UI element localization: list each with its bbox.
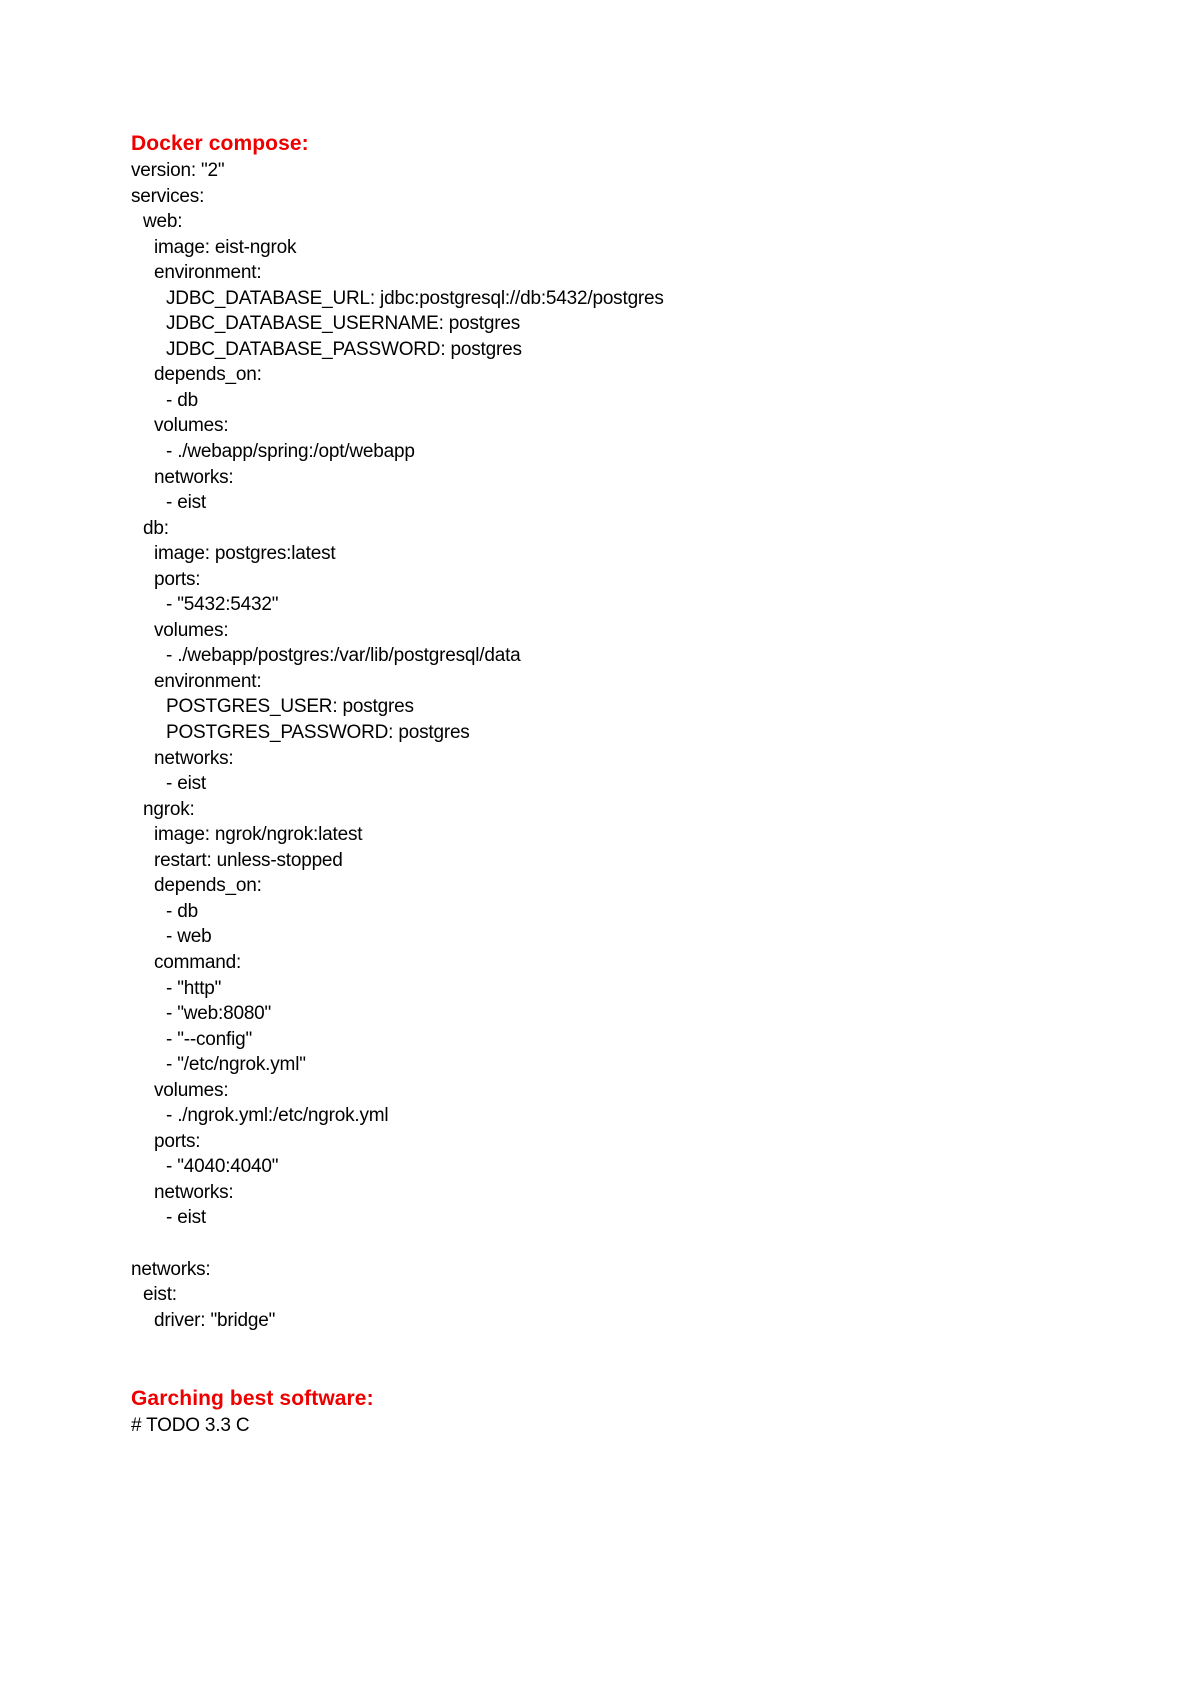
code-line: image: ngrok/ngrok:latest <box>154 824 363 846</box>
code-line: - "5432:5432" <box>166 594 279 616</box>
code-line: - ./ngrok.yml:/etc/ngrok.yml <box>166 1105 389 1127</box>
code-line: - "4040:4040" <box>166 1156 279 1178</box>
code-line: db: <box>143 517 169 539</box>
code-line: networks: <box>154 466 234 488</box>
code-line: ports: <box>154 1130 201 1152</box>
code-line: image: eist-ngrok <box>154 236 297 258</box>
code-line: ports: <box>154 568 201 590</box>
code-line: volumes: <box>154 1079 229 1101</box>
code-line: POSTGRES_USER: postgres <box>166 696 414 718</box>
code-line: driver: "bridge" <box>154 1309 276 1331</box>
code-line: - ./webapp/postgres:/var/lib/postgresql/… <box>166 645 521 667</box>
code-line: - "http" <box>166 977 222 999</box>
code-line: environment: <box>154 670 262 692</box>
code-line: web: <box>143 211 183 233</box>
code-line: POSTGRES_PASSWORD: postgres <box>166 722 470 744</box>
code-line: ngrok: <box>143 798 195 820</box>
code-line: JDBC_DATABASE_USERNAME: postgres <box>166 313 521 335</box>
code-line: depends_on: <box>154 875 262 897</box>
section-heading-garching-best-software: Garching best software: <box>131 1387 374 1411</box>
code-line: version: "2" <box>131 160 225 181</box>
code-line: - db <box>166 389 198 411</box>
code-line: JDBC_DATABASE_URL: jdbc:postgresql://db:… <box>166 287 664 309</box>
code-line: command: <box>154 951 242 973</box>
code-line: volumes: <box>154 619 229 641</box>
code-line: environment: <box>154 262 262 284</box>
code-line: - db <box>166 900 198 922</box>
code-line: - eist <box>166 1207 206 1229</box>
todo-block: # TODO 3.3 C <box>131 1413 1091 1439</box>
code-line: - eist <box>166 492 206 514</box>
code-line: networks: <box>131 1258 211 1280</box>
document-page: Docker compose: version: "2" services: web… <box>131 130 1091 1439</box>
section-heading-docker-compose: Docker compose: <box>131 132 309 155</box>
section-spacer <box>131 1333 1091 1385</box>
code-line: restart: unless-stopped <box>154 849 343 871</box>
code-line: volumes: <box>154 415 229 437</box>
docker-compose-yaml-block: version: "2" services: web: image: eist-ngr… <box>131 158 1091 1333</box>
blank-line <box>131 1231 1091 1257</box>
code-line: - ./webapp/spring:/opt/webapp <box>166 441 415 463</box>
code-line: - web <box>166 926 212 948</box>
code-line: services: <box>131 185 205 207</box>
code-line: - "--config" <box>166 1028 253 1050</box>
code-line: eist: <box>143 1284 177 1306</box>
code-line: networks: <box>154 747 234 769</box>
code-line: - eist <box>166 773 206 795</box>
code-line: JDBC_DATABASE_PASSWORD: postgres <box>166 338 522 360</box>
code-line: - "web:8080" <box>166 1003 272 1025</box>
code-line: # TODO 3.3 C <box>131 1415 250 1437</box>
code-line: image: postgres:latest <box>154 543 336 565</box>
code-line: - "/etc/ngrok.yml" <box>166 1054 306 1076</box>
code-line: networks: <box>154 1181 234 1203</box>
code-line: depends_on: <box>154 364 262 386</box>
